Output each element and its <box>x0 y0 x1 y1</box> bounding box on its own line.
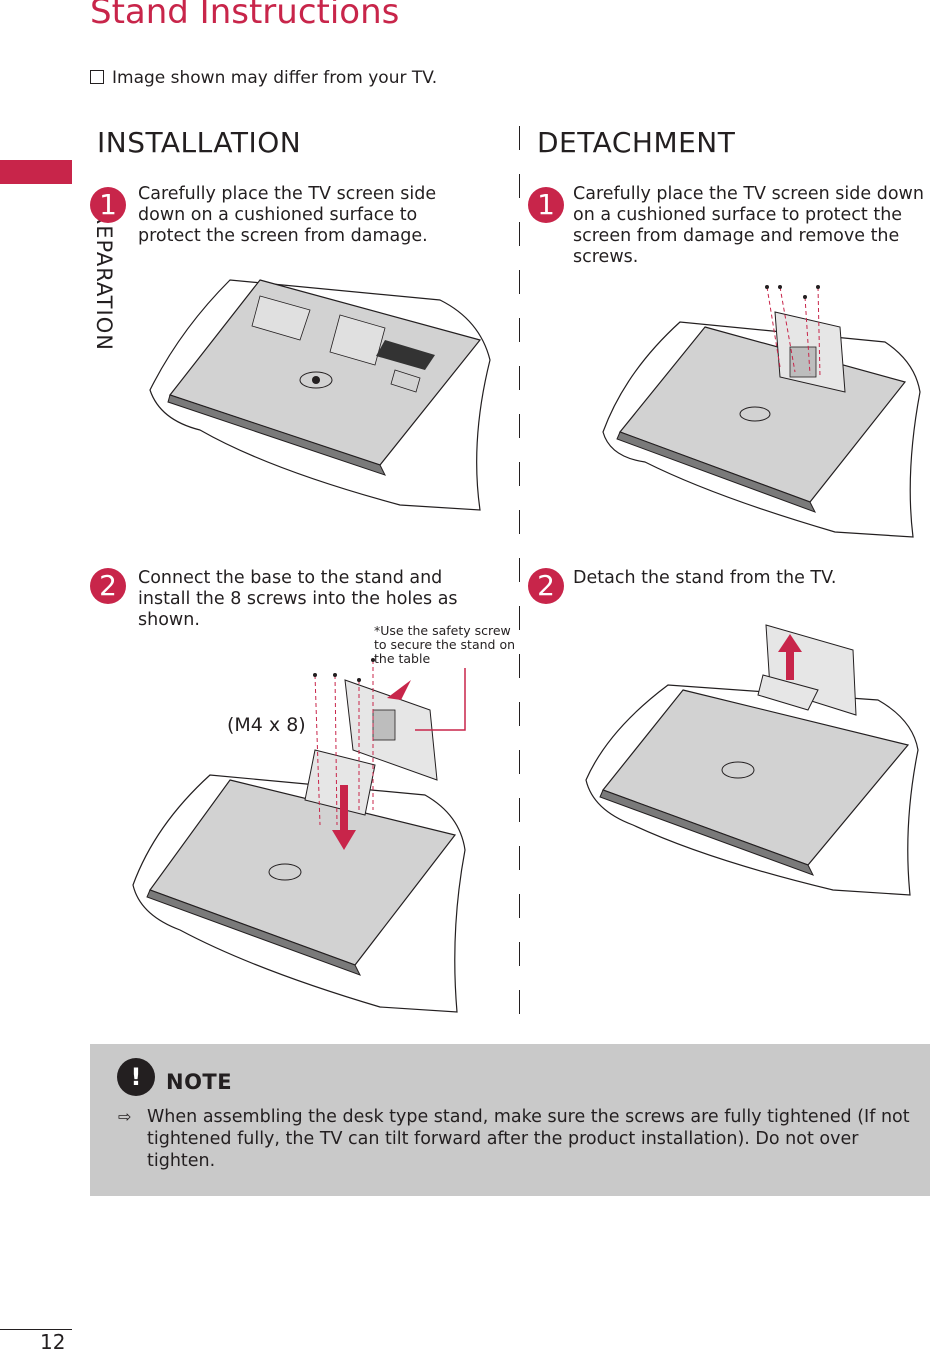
divider-dash <box>519 654 520 678</box>
disclaimer: Image shown may differ from your TV. <box>90 68 437 88</box>
divider-dash <box>519 318 520 342</box>
detach-step-2-text: Detach the stand from the TV. <box>573 568 837 588</box>
detach-step-2-badge: 2 <box>528 568 564 604</box>
divider-dash <box>519 894 520 918</box>
divider-dash <box>519 270 520 294</box>
divider-dash <box>519 702 520 726</box>
detachment-heading: DETACHMENT <box>537 126 736 159</box>
note-title: NOTE <box>166 1070 233 1094</box>
tv-screws-removal-illustration <box>602 285 921 538</box>
note-item-text: When assembling the desk type stand, mak… <box>147 1107 910 1171</box>
install-step-1-text: Carefully place the TV screen side down … <box>138 184 437 246</box>
divider-dash <box>519 126 520 150</box>
install-step-2-text: Connect the base to the stand and instal… <box>138 568 458 630</box>
divider-dash <box>519 174 520 198</box>
divider-dash <box>519 414 520 438</box>
divider-dash <box>519 990 520 1014</box>
divider-dash <box>519 846 520 870</box>
divider-dash <box>519 222 520 246</box>
install-step-1-badge: 1 <box>90 187 126 223</box>
section-tab-label: PREPARATION <box>92 196 116 351</box>
arrow-bullet-icon: ⇨ <box>118 1107 132 1126</box>
safety-screw-callout: *Use the safety screw to secure the stan… <box>374 623 516 666</box>
stand-detach-illustration <box>585 624 919 896</box>
divider-dash <box>519 942 520 966</box>
note-item: ⇨ When assembling the desk type stand, m… <box>118 1106 923 1172</box>
detach-step-1-text: Carefully place the TV screen side down … <box>573 184 924 267</box>
divider-dash <box>519 606 520 630</box>
stand-assembly-illustration <box>132 658 466 1013</box>
screw-size-label: (M4 x 8) <box>227 714 306 736</box>
install-step-2-badge: 2 <box>90 568 126 604</box>
note-box <box>90 1044 930 1196</box>
exclamation-icon: ! <box>117 1058 155 1096</box>
page-title: Stand Instructions <box>90 0 400 32</box>
tv-on-cushion-illustration <box>149 279 491 511</box>
divider-dash <box>519 366 520 390</box>
section-tab-marker <box>0 160 72 184</box>
divider-dash <box>519 798 520 822</box>
divider-dash <box>519 558 520 582</box>
footer-rule <box>0 1329 72 1330</box>
divider-dash <box>519 750 520 774</box>
checkbox-bullet-icon <box>90 70 104 84</box>
divider-dash <box>519 510 520 534</box>
page-number: 12 <box>40 1330 66 1354</box>
disclaimer-text: Image shown may differ from your TV. <box>112 68 438 88</box>
installation-heading: INSTALLATION <box>97 126 302 159</box>
divider-dash <box>519 462 520 486</box>
detach-step-1-badge: 1 <box>528 187 564 223</box>
